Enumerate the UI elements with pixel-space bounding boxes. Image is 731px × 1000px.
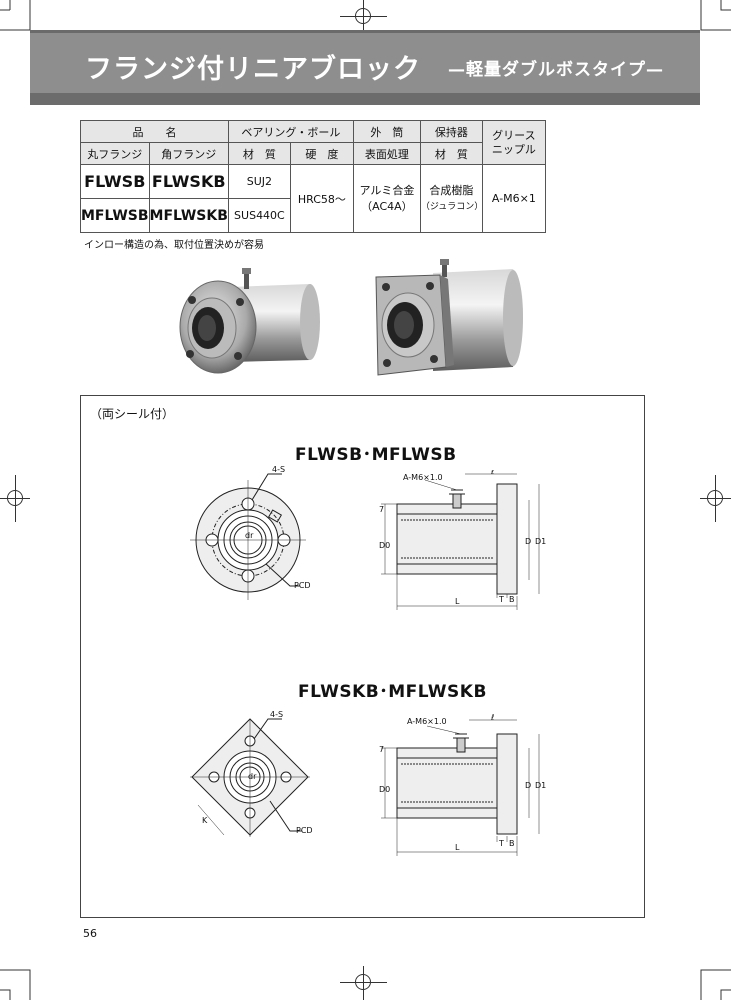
- cell-retainer: 合成樹脂 （ジュラコン）: [419, 164, 484, 233]
- header-bar: [30, 30, 700, 105]
- cell-retainer-line1: 合成樹脂: [429, 183, 474, 197]
- product-photo-square-flange: [375, 259, 523, 376]
- round-dr-label: dr: [245, 531, 254, 540]
- note-text: インロー構造の為、取付位置決めが容易: [84, 240, 264, 251]
- square-flange-front-view: 4-S PCD dr K: [190, 710, 313, 837]
- cell-hardness: HRC58～: [289, 164, 354, 233]
- cell-grease: A-M6×1: [481, 164, 546, 233]
- round-d0-label: D0: [379, 541, 390, 550]
- round-4s-label: 4-S: [272, 465, 285, 474]
- header-bottom-stripe: [30, 93, 700, 105]
- header-material-1: 材 質: [227, 142, 291, 165]
- round-seven-label: 7: [379, 505, 384, 514]
- round-d1-label: D1: [535, 537, 546, 546]
- header-material-2: 材 質: [419, 142, 483, 165]
- square-4s-label: 4-S: [270, 710, 283, 719]
- square-b-label: B: [509, 839, 515, 848]
- header-square-flange: 角フランジ: [148, 142, 229, 165]
- square-d1-label: D1: [535, 781, 546, 790]
- square-dr-label: dr: [248, 772, 257, 781]
- square-pcd-label: PCD: [296, 826, 313, 835]
- round-l-label: L: [455, 597, 460, 606]
- page-subtitle: —軽量ダブルボスタイプ—: [448, 60, 664, 80]
- page-title: フランジ付リニアブロック: [85, 54, 421, 85]
- cell-r2-square: MFLWSKB: [148, 198, 229, 233]
- round-flange-side-view: A-M6×1.0 ℓ 7 D0 D D1 L T B: [379, 470, 546, 610]
- square-seven-label: 7: [379, 745, 384, 754]
- square-l-label: L: [455, 843, 460, 852]
- square-ell-label: ℓ: [490, 713, 494, 722]
- square-flange-side-view: A-M6×1.0 ℓ 7 D0 D D1 L T B: [379, 713, 546, 856]
- cell-r1-round: FLWSB: [80, 164, 150, 199]
- header-retainer: 保持器: [419, 120, 483, 143]
- square-t-label: T: [498, 839, 504, 848]
- drawing-title-round: FLWSB･MFLWSB: [295, 445, 457, 465]
- round-flange-front-view: 4-S PCD dr: [190, 465, 311, 600]
- drawing-title-square: FLWSKB･MFLWSKB: [298, 682, 487, 702]
- cell-surface: アルミ合金 （AC4A）: [352, 164, 421, 233]
- header-surface: 表面処理: [352, 142, 421, 165]
- header-outer: 外 筒: [352, 120, 421, 143]
- round-ell-label: ℓ: [490, 470, 494, 476]
- header-grease: グリース ニップル: [481, 120, 546, 165]
- round-t-label: T: [498, 595, 504, 604]
- square-k-label: K: [202, 816, 208, 825]
- cell-surface-line2: （AC4A）: [361, 199, 413, 213]
- cell-surface-line1: アルミ合金: [359, 183, 415, 197]
- drawing-frame: [80, 395, 645, 918]
- square-d0-label: D0: [379, 785, 390, 794]
- header-round-flange: 丸フランジ: [80, 142, 150, 165]
- cell-r2-material: SUS440C: [227, 198, 291, 233]
- product-photo-round-flange: [179, 268, 320, 374]
- spec-table: 品 名 ベアリング・ボール 外 筒 保持器 グリース ニップル 丸フランジ 角フ…: [80, 120, 546, 233]
- header-bearing-ball: ベアリング・ボール: [227, 120, 354, 143]
- cell-retainer-line2: （ジュラコン）: [420, 201, 484, 212]
- round-d-label: D: [525, 537, 531, 546]
- cell-r1-material: SUJ2: [227, 164, 291, 199]
- drawing-frame-label: （両シール付）: [90, 407, 175, 421]
- cell-r2-round: MFLWSB: [80, 198, 150, 233]
- round-pcd-label: PCD: [294, 581, 311, 590]
- header-hardness: 硬 度: [289, 142, 354, 165]
- page-number: 56: [83, 927, 97, 940]
- square-d-label: D: [525, 781, 531, 790]
- square-grease-label: A-M6×1.0: [407, 717, 447, 726]
- round-grease-label: A-M6×1.0: [403, 473, 443, 482]
- cell-r1-square: FLWSKB: [148, 164, 229, 199]
- round-b-label: B: [509, 595, 515, 604]
- header-product: 品 名: [80, 120, 229, 143]
